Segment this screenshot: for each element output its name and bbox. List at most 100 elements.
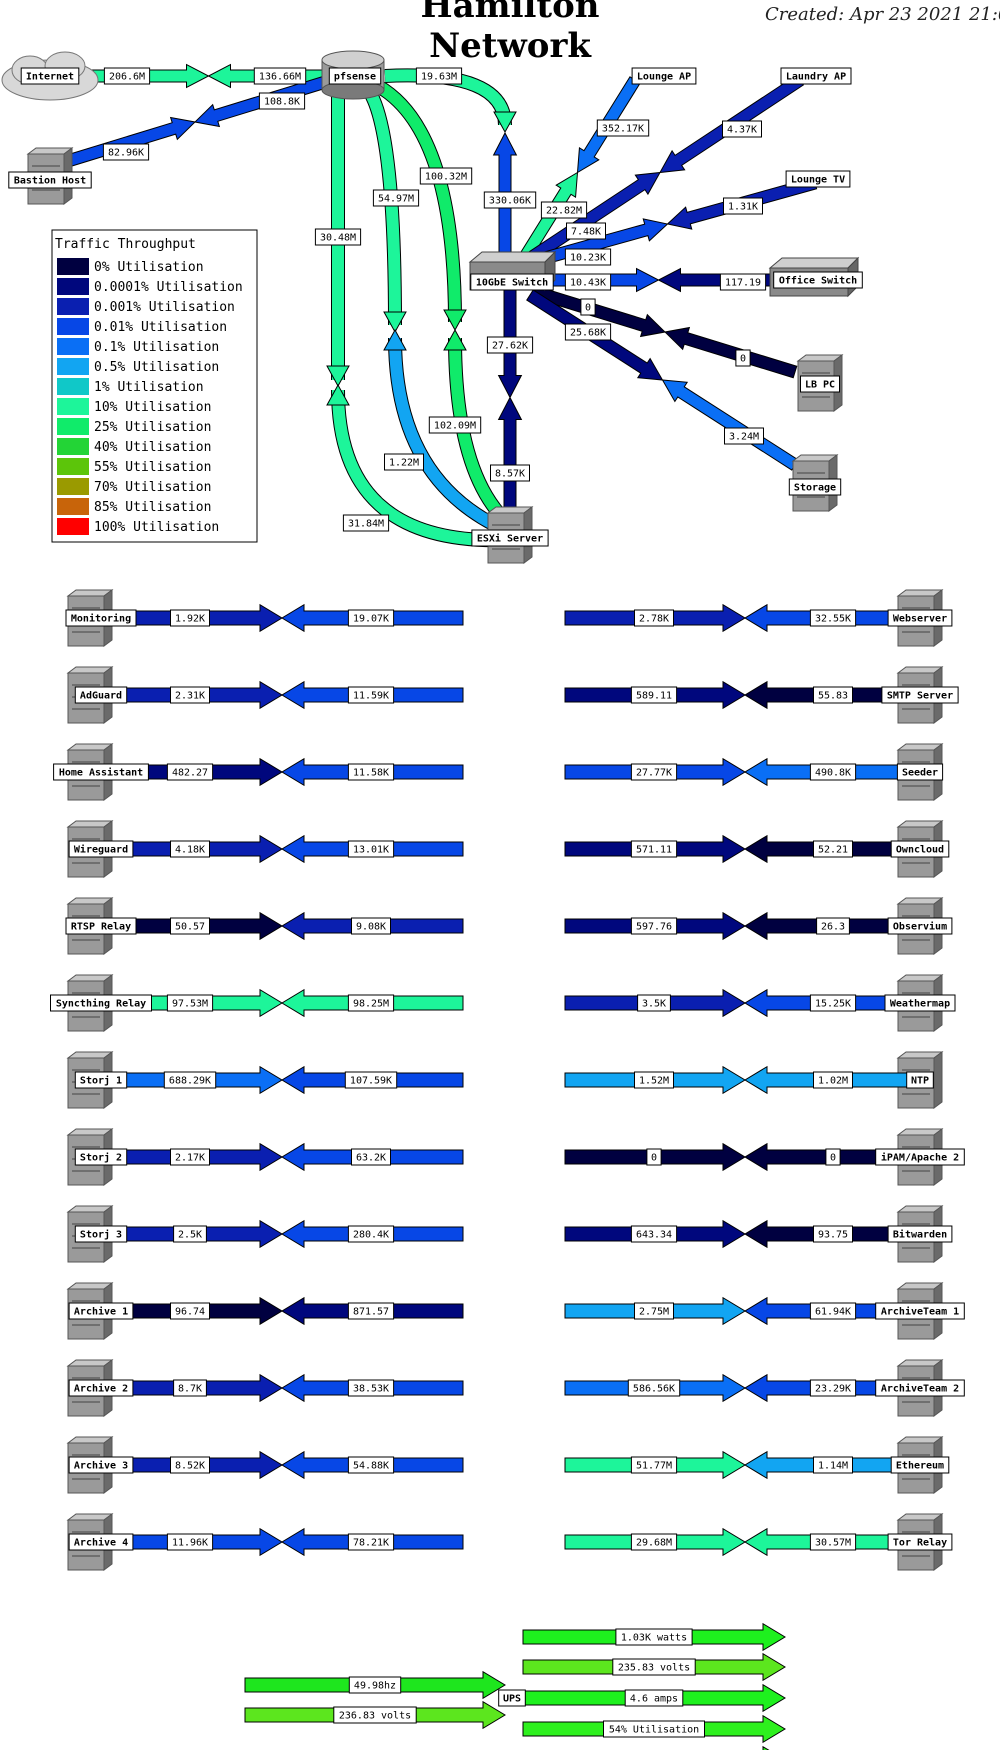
svg-text:Seeder: Seeder	[902, 768, 938, 779]
link-pf-esxi-a-in	[332, 389, 506, 547]
svg-text:26.3: 26.3	[821, 922, 845, 933]
ups-output-volts-label: 235.83 volts	[612, 1658, 696, 1676]
svg-text:54% Utilisation: 54% Utilisation	[609, 1725, 699, 1736]
svg-text:ArchiveTeam 2: ArchiveTeam 2	[881, 1383, 959, 1395]
vm-name-label: Archive 4	[68, 1533, 134, 1551]
svg-text:100.32M: 100.32M	[425, 172, 467, 183]
svg-text:10.43K: 10.43K	[570, 278, 606, 289]
svg-text:29.68M: 29.68M	[636, 1538, 672, 1549]
svg-text:571.11: 571.11	[636, 845, 672, 856]
svg-text:78.21K: 78.21K	[353, 1538, 389, 1549]
svg-text:Storj 2: Storj 2	[80, 1152, 122, 1164]
svg-text:Lounge AP: Lounge AP	[637, 72, 691, 83]
svg-text:10GbE Switch: 10GbE Switch	[476, 277, 548, 289]
legend-item-label: 70% Utilisation	[94, 480, 211, 495]
svg-text:2.31K: 2.31K	[175, 691, 205, 702]
vm-name-label: Archive 1	[68, 1302, 134, 1320]
legend-swatch	[57, 438, 89, 455]
vm-name-label: Home Assistant	[53, 763, 149, 781]
vm-out-label: 2.78K	[634, 609, 674, 627]
svg-text:32.55K: 32.55K	[815, 614, 851, 625]
vm-in-label: 1.02M	[813, 1071, 853, 1089]
svg-text:Lounge TV: Lounge TV	[791, 175, 845, 186]
vm-out-label: 50.57	[170, 917, 210, 935]
svg-text:235.83 volts: 235.83 volts	[618, 1663, 690, 1674]
link-pf-esxi-c-in	[449, 337, 510, 525]
arrowhead-pf-esxi-b-out	[383, 311, 407, 334]
legend-item-label: 0.0001% Utilisation	[94, 280, 243, 295]
vm-out-label: 3.5K	[637, 994, 671, 1012]
arrowhead-pf-esxi-c-in	[443, 328, 467, 351]
arrowhead-pf-esxi-a-in	[326, 383, 350, 406]
svg-text:Bastion Host: Bastion Host	[14, 175, 86, 187]
label-office-out: 10.43K	[564, 273, 612, 291]
vm-out-label: 1.92K	[170, 609, 210, 627]
svg-text:589.11: 589.11	[636, 691, 672, 702]
svg-text:108.8K: 108.8K	[264, 97, 300, 108]
svg-text:Webserver: Webserver	[893, 614, 947, 625]
vm-in-label: 11.59K	[347, 686, 395, 704]
vm-out-label: 2.5K	[173, 1225, 207, 1243]
vm-out-label: 2.31K	[170, 686, 210, 704]
vm-out-label: 586.56K	[627, 1379, 681, 1397]
vm-name-label: Weathermap	[884, 994, 956, 1012]
svg-text:10.23K: 10.23K	[570, 253, 606, 264]
vm-out-label: 51.77M	[630, 1456, 678, 1474]
vm-out-label: 0	[646, 1148, 662, 1166]
label-pf-sw-out: 19.63M	[415, 67, 463, 85]
label-pf-esxi-b-out: 54.97M	[372, 189, 420, 207]
svg-text:Observium: Observium	[893, 921, 947, 933]
vm-in-label: 1.14M	[813, 1456, 853, 1474]
svg-text:136.66M: 136.66M	[259, 72, 301, 83]
vm-in-label: 23.29K	[809, 1379, 857, 1397]
svg-text:98.25M: 98.25M	[353, 999, 389, 1010]
svg-text:643.34: 643.34	[636, 1230, 672, 1241]
node-office-switch: Office Switch	[773, 271, 863, 289]
arrowhead-pf-esxi-b-in	[383, 328, 407, 351]
svg-text:117.19: 117.19	[725, 278, 761, 289]
label-internet-out: 206.6M	[103, 67, 151, 85]
vm-in-label: 30.57M	[809, 1533, 857, 1551]
node-lounge-ap: Lounge AP	[631, 67, 697, 85]
vm-name-label: ArchiveTeam 1	[875, 1302, 965, 1320]
vm-name-label: Seeder	[896, 763, 944, 781]
ups-output-amps-label: 4.6 amps	[624, 1689, 684, 1707]
svg-text:Storj 3: Storj 3	[80, 1229, 122, 1241]
link-switch-esxi-in	[497, 396, 523, 516]
vm-name-label: Syncthing Relay	[50, 994, 152, 1012]
svg-text:Home Assistant: Home Assistant	[59, 767, 143, 779]
legend-item-label: 0.5% Utilisation	[94, 360, 219, 375]
legend-swatch	[57, 278, 89, 295]
svg-text:82.96K: 82.96K	[108, 148, 144, 159]
legend-item-label: 0.01% Utilisation	[94, 320, 227, 335]
svg-text:38.53K: 38.53K	[353, 1384, 389, 1395]
vm-in-label: 11.58K	[347, 763, 395, 781]
legend-swatch	[57, 418, 89, 435]
node-esxi-server: ESXi Server	[471, 529, 549, 547]
ups-input-volts-label: 236.83 volts	[333, 1706, 417, 1724]
legend-swatch	[57, 298, 89, 315]
vm-in-label: 93.75	[813, 1225, 853, 1243]
created-timestamp: Created: Apr 23 2021 21:09:02	[765, 4, 1000, 25]
vm-name-label: Monitoring	[65, 609, 137, 627]
svg-text:1.52M: 1.52M	[639, 1076, 669, 1087]
vm-in-label: 38.53K	[347, 1379, 395, 1397]
svg-text:8.7K: 8.7K	[178, 1384, 202, 1395]
svg-text:30.57M: 30.57M	[815, 1538, 851, 1549]
vm-name-label: Bitwarden	[887, 1225, 953, 1243]
legend-item-label: 10% Utilisation	[94, 400, 211, 415]
label-pf-esxi-c-out: 100.32M	[419, 167, 473, 185]
label-pf-esxi-c-in: 102.09M	[428, 416, 482, 434]
label-bastion-in: 108.8K	[258, 92, 306, 110]
svg-text:206.6M: 206.6M	[109, 72, 145, 83]
legend-swatch	[57, 378, 89, 395]
vm-name-label: SMTP Server	[881, 686, 959, 704]
svg-text:482.27: 482.27	[172, 768, 208, 779]
svg-text:0: 0	[585, 303, 591, 314]
svg-text:SMTP Server: SMTP Server	[887, 691, 953, 702]
node-internet: Internet	[20, 67, 80, 85]
vm-in-label: 19.07K	[347, 609, 395, 627]
svg-text:15.25K: 15.25K	[815, 999, 851, 1010]
svg-text:0: 0	[651, 1153, 657, 1164]
vm-out-label: 571.11	[630, 840, 678, 858]
